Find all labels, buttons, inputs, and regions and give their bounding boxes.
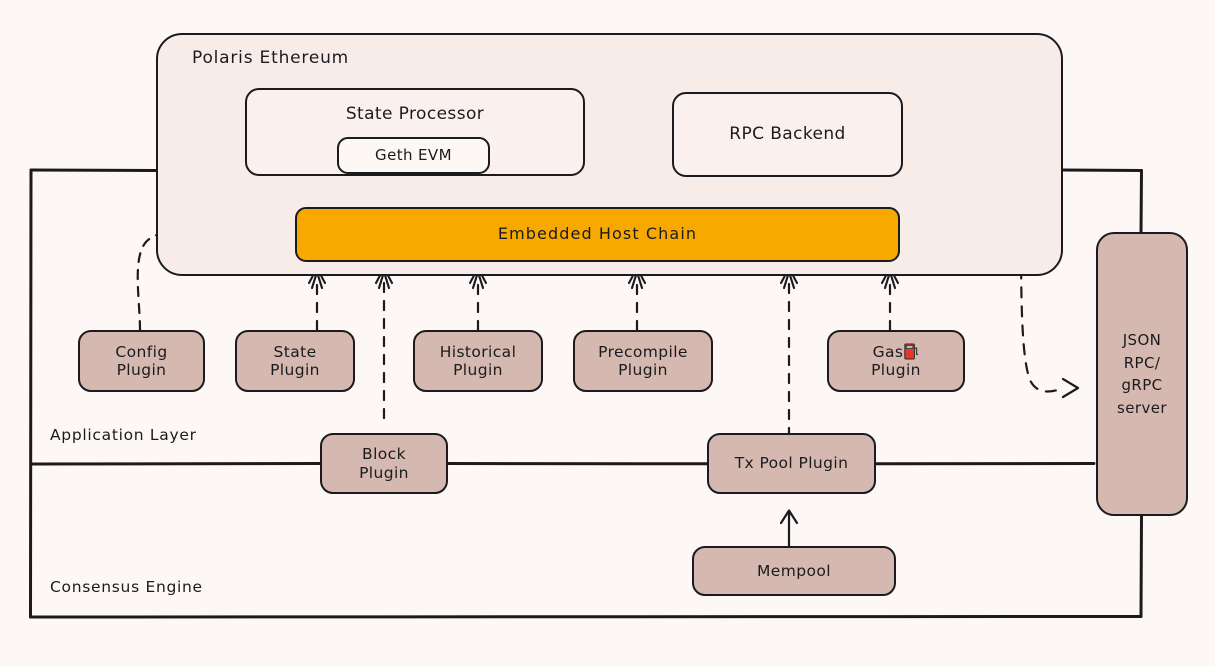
config-plugin-line-1: Config [115, 342, 168, 361]
json-rpc-line-3: gRPC [1121, 376, 1163, 394]
embedded-host-chain-label: Embedded Host Chain [497, 224, 698, 244]
fuel-pump-icon [904, 343, 919, 360]
layer-label-consensus: Consensus Engine [50, 578, 203, 596]
precompile-plugin-line-2: Plugin [618, 361, 668, 379]
json-rpc-line-1: JSON [1122, 331, 1162, 349]
node-rpc-backend[interactable]: RPC Backend [672, 92, 903, 177]
node-mempool[interactable]: Mempool [692, 546, 896, 596]
config-plugin-line-2: Plugin [116, 361, 167, 379]
node-state-plugin[interactable]: State Plugin [235, 330, 355, 392]
historical-plugin-line-1: Historical [439, 342, 517, 361]
wire-mempool-to-txpool [779, 509, 799, 549]
precompile-plugin-line-1: Precompile [598, 342, 688, 361]
geth-evm-label: Geth EVM [375, 145, 452, 164]
historical-plugin-line-2: Plugin [453, 361, 503, 379]
node-gas-plugin[interactable]: Gas Plugin [827, 330, 965, 392]
gas-plugin-line-1: Gas [873, 343, 920, 361]
state-plugin-line-2: Plugin [270, 361, 320, 379]
tx-pool-plugin-label: Tx Pool Plugin [734, 454, 849, 473]
block-plugin-line-2: Plugin [359, 463, 409, 482]
state-plugin-line-1: State [273, 342, 317, 361]
node-geth-evm[interactable]: Geth EVM [337, 137, 490, 174]
node-block-plugin[interactable]: Block Plugin [320, 433, 448, 494]
polaris-ethereum-title: Polaris Ethereum [192, 48, 350, 68]
node-tx-pool-plugin[interactable]: Tx Pool Plugin [707, 433, 876, 494]
node-precompile-plugin[interactable]: Precompile Plugin [573, 330, 713, 392]
state-processor-label: State Processor [345, 104, 485, 124]
node-historical-plugin[interactable]: Historical Plugin [413, 330, 543, 392]
mempool-label: Mempool [757, 561, 831, 580]
node-json-rpc-grpc-server[interactable]: JSON RPC/ gRPC server [1096, 232, 1188, 516]
gas-plugin-text: Gas [872, 342, 904, 361]
json-rpc-line-4: server [1117, 398, 1167, 417]
rpc-backend-label: RPC Backend [729, 124, 846, 145]
layer-label-application: Application Layer [50, 426, 197, 444]
block-plugin-line-1: Block [362, 445, 406, 464]
json-rpc-line-2: RPC/ [1123, 353, 1161, 372]
wire-jsonrpc-arrowhead [1061, 377, 1080, 399]
node-embedded-host-chain[interactable]: Embedded Host Chain [295, 207, 900, 262]
node-config-plugin[interactable]: Config Plugin [78, 330, 205, 392]
gas-plugin-line-2: Plugin [871, 361, 921, 379]
